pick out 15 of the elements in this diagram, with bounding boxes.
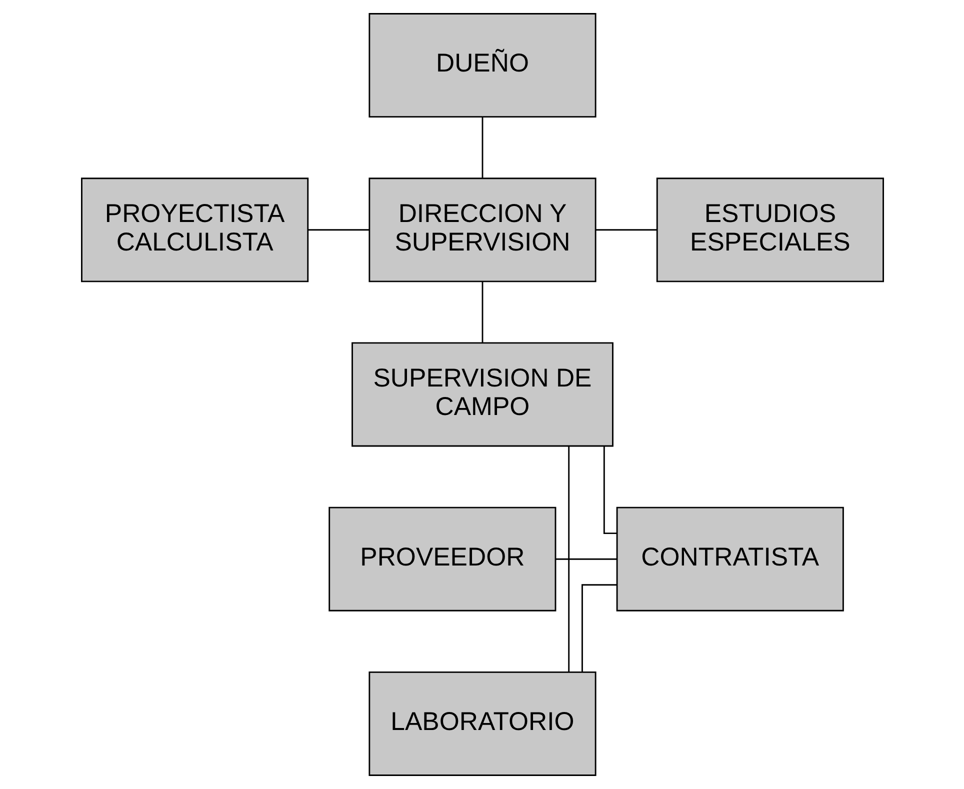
connector <box>481 116 483 178</box>
node-box: DIRECCION Y SUPERVISION <box>368 178 596 282</box>
connector <box>555 558 616 560</box>
connector <box>568 446 570 672</box>
connector <box>308 229 369 231</box>
node-box: DUEÑO <box>368 13 596 118</box>
node-box: ESTUDIOS ESPECIALES <box>656 178 884 282</box>
connector <box>581 584 616 672</box>
connector <box>595 229 656 231</box>
node-box: PROVEEDOR <box>328 506 556 612</box>
node-box: LABORATORIO <box>368 671 596 776</box>
node-box: CONTRATISTA <box>616 506 844 612</box>
node-box: PROYECTISTA CALCULISTA <box>80 178 308 282</box>
node-box: SUPERVISION DE CAMPO <box>351 342 613 447</box>
connector <box>481 282 483 342</box>
